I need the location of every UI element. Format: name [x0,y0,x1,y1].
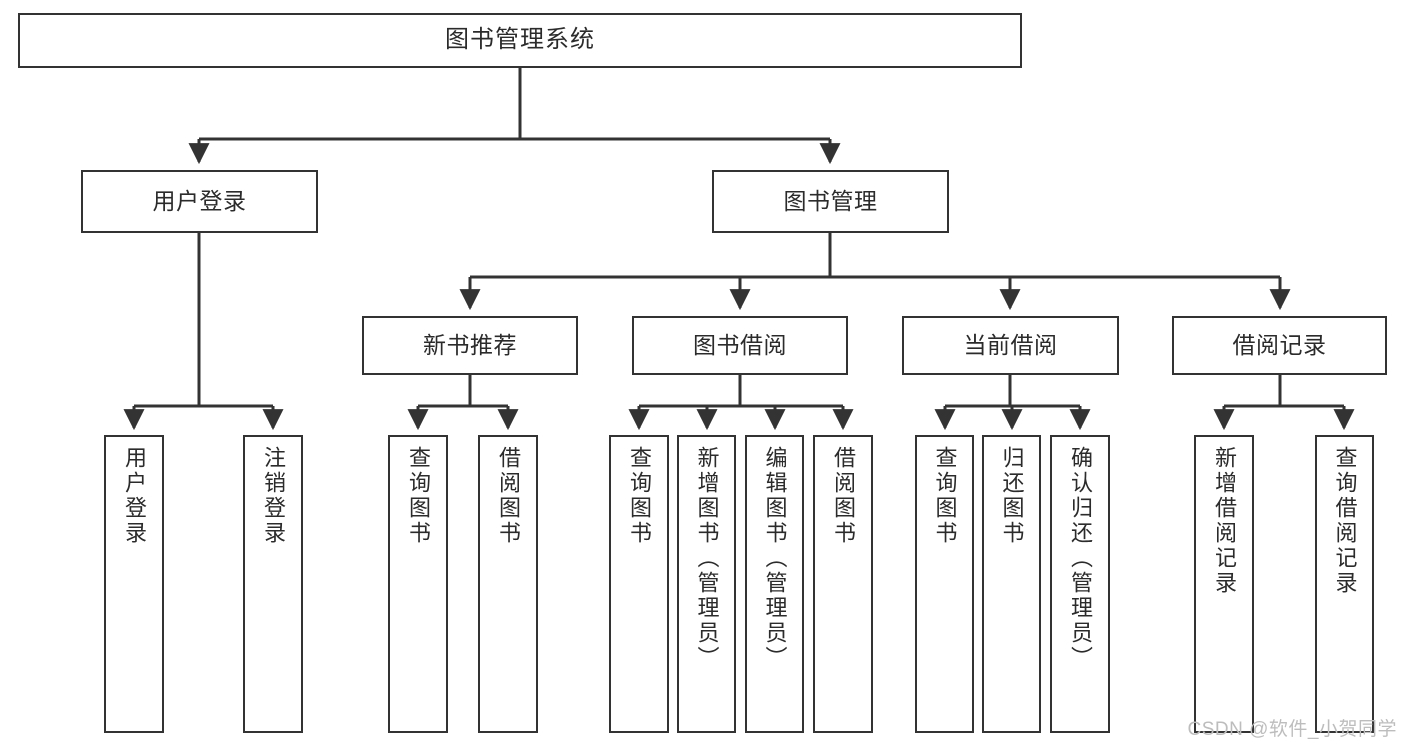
node-current-borrow[interactable]: 当前借阅 [902,316,1119,375]
node-leaf-query-book-current[interactable]: 查询图书 [915,435,974,733]
node-label: 查询图书 [406,446,431,546]
csdn-watermark: CSDN @软件_小贺同学 [1187,719,1397,740]
node-leaf-borrow-book[interactable]: 借阅图书 [813,435,873,733]
node-leaf-return-book[interactable]: 归还图书 [982,435,1041,733]
node-new-book-recommend[interactable]: 新书推荐 [362,316,578,375]
node-book-manage[interactable]: 图书管理 [712,170,949,233]
node-user-login[interactable]: 用户登录 [81,170,318,233]
node-label: 编辑图书（管理员） [762,446,788,671]
node-leaf-borrow-book-recommend[interactable]: 借阅图书 [478,435,538,733]
node-label: 确认归还（管理员） [1068,446,1093,671]
node-leaf-query-book-borrow[interactable]: 查询图书 [609,435,669,733]
node-label: 用户登录 [122,446,147,546]
node-label: 新书推荐 [423,331,517,358]
node-label: 用户登录 [152,187,247,214]
node-label: 注销登录 [261,446,286,546]
node-leaf-logout[interactable]: 注销登录 [243,435,303,733]
node-leaf-query-book-recommend[interactable]: 查询图书 [388,435,448,733]
node-root-system[interactable]: 图书管理系统 [18,13,1022,68]
node-label: 当前借阅 [963,331,1058,358]
node-leaf-query-borrow-record[interactable]: 查询借阅记录 [1315,435,1374,733]
node-label: 查询图书 [627,446,652,546]
node-leaf-add-borrow-record[interactable]: 新增借阅记录 [1194,435,1254,733]
node-label: 图书借阅 [693,331,787,358]
node-label: 借阅记录 [1232,331,1327,358]
node-leaf-user-login[interactable]: 用户登录 [104,435,164,733]
node-label: 图书管理 [783,187,878,214]
node-label: 查询借阅记录 [1332,446,1358,596]
node-borrow-record[interactable]: 借阅记录 [1172,316,1387,375]
node-label: 查询图书 [932,446,958,546]
node-label: 借阅图书 [496,446,521,546]
node-label: 借阅图书 [831,446,856,546]
node-book-borrow[interactable]: 图书借阅 [632,316,848,375]
node-leaf-add-book[interactable]: 新增图书（管理员） [677,435,736,733]
node-leaf-confirm-return[interactable]: 确认归还（管理员） [1050,435,1110,733]
node-label: 图书管理系统 [445,26,595,54]
node-leaf-edit-book[interactable]: 编辑图书（管理员） [745,435,804,733]
node-label: 新增图书（管理员） [694,446,720,671]
node-label: 归还图书 [999,446,1025,546]
node-label: 新增借阅记录 [1212,446,1237,596]
